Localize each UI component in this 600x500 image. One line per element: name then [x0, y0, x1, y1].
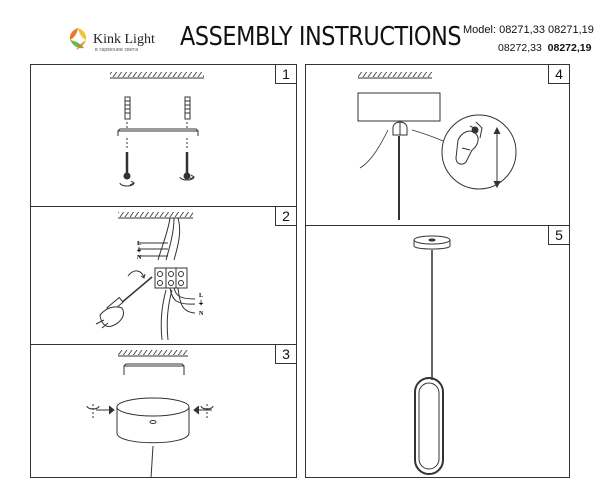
- wire-label-ground-bottom: ⏚: [198, 300, 204, 307]
- wire-label-l-top: L: [137, 241, 141, 247]
- ring-pendant-icon: [414, 377, 444, 475]
- step-2-drawing: [95, 212, 196, 341]
- canopy-icon: [357, 92, 441, 122]
- wall-plug-right-icon: [184, 96, 191, 120]
- ceiling-canopy-icon: [413, 235, 451, 250]
- brand-logo: [64, 26, 92, 52]
- rotate-arrow-icon: [127, 270, 145, 279]
- kink-light-logo-icon: [69, 28, 87, 50]
- hand-adjust-icon: [455, 121, 483, 165]
- model-line-2: 08272,33 08272,19: [498, 42, 591, 54]
- zoom-detail-circle: [441, 114, 517, 190]
- wire-label-n-bottom: N: [199, 311, 204, 317]
- model-line-1: Model: 08271,33 08271,19: [463, 24, 594, 36]
- ceiling-hatch-icon: [110, 72, 204, 77]
- step-number-1: 1: [275, 64, 297, 84]
- model-number-a: 08272,33: [498, 42, 542, 54]
- ceiling-hatch-icon: [358, 72, 432, 77]
- screwdriver-hand-icon: [95, 276, 153, 329]
- step-1-drawing: [110, 72, 204, 187]
- page-title: ASSEMBLY INSTRUCTIONS: [180, 22, 462, 52]
- terminal-block-icon: [154, 267, 188, 289]
- ceiling-hatch-icon: [118, 212, 193, 217]
- ceiling-hatch-icon: [118, 350, 188, 355]
- rotate-arrow-right-icon: [179, 176, 195, 181]
- lamp-cable: [160, 289, 167, 341]
- rotate-arrow-left-icon: [119, 182, 135, 187]
- model-number-b: 08272,19: [547, 42, 592, 54]
- step-3-panel: [30, 344, 297, 478]
- wire-label-n-top: N: [137, 255, 142, 261]
- step-number-4: 4: [548, 64, 570, 84]
- step-4-drawing: [357, 72, 517, 220]
- mounting-bracket-icon: [123, 363, 185, 375]
- brand-name: Kink Light: [93, 32, 155, 47]
- step-3-drawing: [86, 350, 214, 479]
- screw-left-icon: [123, 152, 131, 180]
- step-5-drawing: [413, 235, 451, 475]
- wire-label-ground-top: ⏚: [136, 247, 142, 254]
- brand-tagline: в гармонии света: [95, 47, 139, 53]
- step-number-3: 3: [275, 344, 297, 364]
- step-5-panel: [305, 225, 570, 478]
- cable-lock-icon: [392, 121, 408, 136]
- step-number-5: 5: [548, 225, 570, 245]
- screw-right-icon: [183, 152, 191, 180]
- wall-plug-left-icon: [124, 96, 131, 120]
- wire-label-l-bottom: L: [199, 293, 203, 299]
- mounting-bracket-icon: [117, 128, 199, 136]
- step-number-2: 2: [275, 206, 297, 226]
- canopy-icon: [116, 397, 190, 444]
